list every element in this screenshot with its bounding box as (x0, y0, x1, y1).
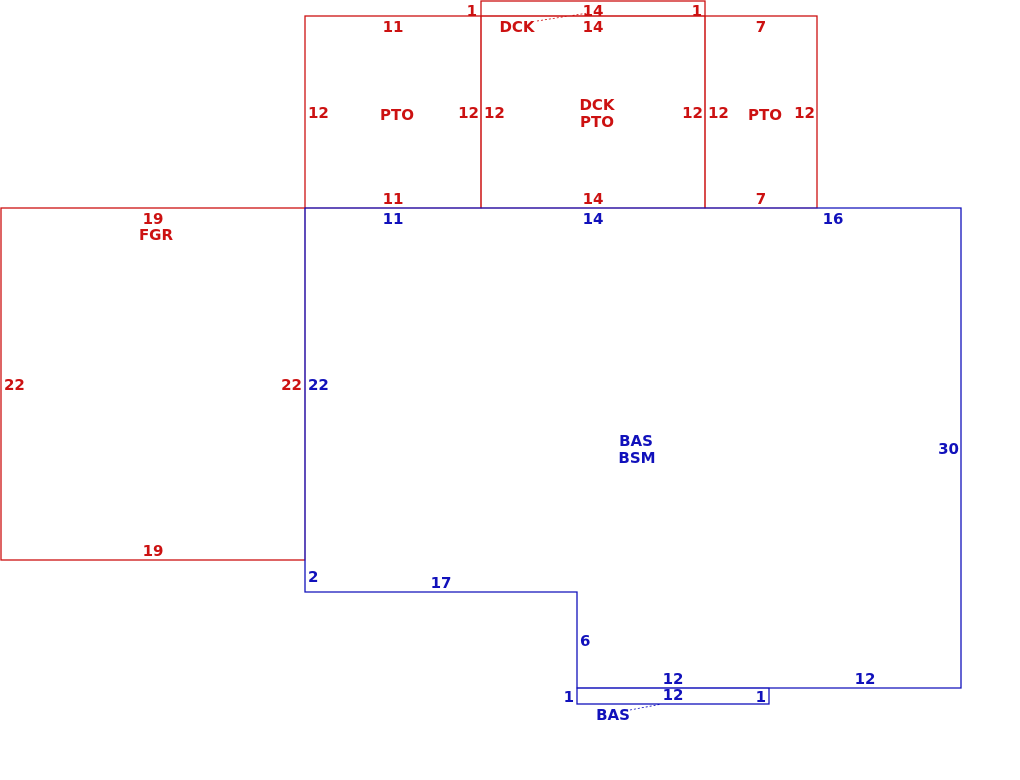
bas-small-leader-line (629, 703, 663, 711)
dck-top-left-dim: 1 (467, 2, 477, 20)
pto-right-top-dim: 7 (756, 18, 766, 36)
pto-left-bottom-dim: 11 (383, 190, 404, 208)
dck-top-outline (480, 0, 706, 17)
fgr-top-dim: 19 (143, 210, 164, 228)
fgr-bottom-dim: 19 (143, 542, 164, 560)
fgr-name: FGR (139, 226, 174, 244)
dck-leader-line (536, 12, 589, 22)
dck-top-name: DCK (499, 18, 535, 36)
dck-pto-name-1: DCK (579, 96, 615, 114)
fgr-left-dim: 22 (4, 376, 25, 394)
bas-top-dim-a: 11 (383, 210, 404, 228)
bas-small-outline (576, 687, 770, 705)
pto-left-right-dim: 12 (458, 104, 479, 122)
bas-name-1: BAS (619, 432, 653, 450)
pto-right-name: PTO (748, 106, 782, 124)
bas-left-lower-dim: 2 (308, 568, 318, 586)
pto-right-right-dim: 12 (794, 104, 815, 122)
pto-right-left-dim: 12 (708, 104, 729, 122)
bas-small-left-dim: 1 (564, 688, 574, 706)
dck-top-right-dim: 1 (692, 2, 702, 20)
bas-small-name: BAS (596, 706, 630, 724)
dck-pto-left-dim: 12 (484, 104, 505, 122)
dck-pto-bottom-dim: 14 (583, 190, 604, 208)
bas-bottom-right-dim: 12 (855, 670, 876, 688)
bas-left-dim: 22 (308, 376, 329, 394)
dck-top-top-dim: 14 (583, 2, 604, 20)
fgr-right-dim: 22 (281, 376, 302, 394)
bas-top-dim-b: 14 (583, 210, 604, 228)
dck-pto-top-dim: 14 (583, 18, 604, 36)
dck-pto-name-2: PTO (580, 113, 614, 131)
bas-right-dim: 30 (938, 440, 959, 458)
pto-left-top-dim: 11 (383, 18, 404, 36)
bas-bottom-mid-dim: 12 (663, 670, 684, 688)
bas-step-dim: 6 (580, 632, 590, 650)
pto-right-bottom-dim: 7 (756, 190, 766, 208)
dck-pto-right-dim: 12 (682, 104, 703, 122)
bas-name-2: BSM (618, 449, 655, 467)
pto-left-left-dim: 12 (308, 104, 329, 122)
fgr-outline (0, 207, 306, 561)
bas-top-dim-c: 16 (823, 210, 844, 228)
bas-bottom-left-dim: 17 (431, 574, 452, 592)
bas-small-length-dim: 12 (663, 686, 684, 704)
bas-small-right-dim: 1 (756, 688, 766, 706)
pto-left-name: PTO (380, 106, 414, 124)
